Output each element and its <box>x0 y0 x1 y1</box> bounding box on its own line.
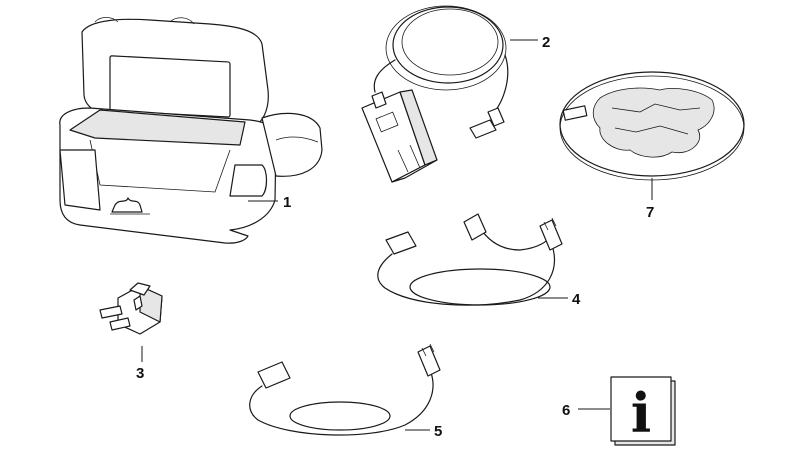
info-booklet-part: i <box>610 376 676 446</box>
charger-adapter-part <box>361 5 509 183</box>
connection-cable-y-part <box>377 213 563 306</box>
callout-2: 2 <box>542 34 550 51</box>
callout-6: 6 <box>562 402 570 419</box>
callout-7: 7 <box>646 204 654 221</box>
callout-3: 3 <box>136 365 144 382</box>
callout-4: 4 <box>572 291 581 308</box>
navigation-cd-part <box>559 71 745 181</box>
callout-1: 1 <box>283 194 291 211</box>
connection-cable-part <box>249 343 441 436</box>
callout-5: 5 <box>434 423 442 440</box>
plug-adapter-part <box>99 282 163 335</box>
info-icon: i <box>631 381 652 445</box>
carry-bag-part <box>59 17 323 244</box>
